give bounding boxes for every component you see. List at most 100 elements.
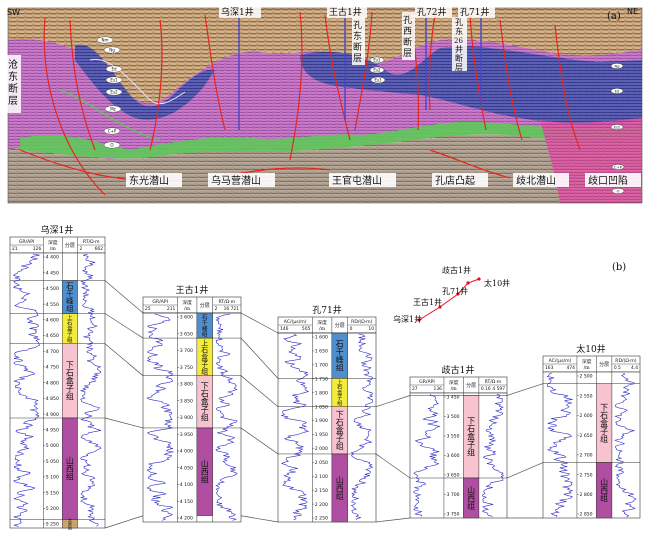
depth-tick-label: 2 000 [315, 446, 328, 452]
horizon-tag: Ed [111, 67, 117, 72]
fault-label-char: 层 [353, 53, 362, 64]
horizon-tag: Es1 [373, 58, 381, 63]
layer-name-char: 下 [201, 382, 209, 391]
layer-name-char: 子 [337, 395, 342, 402]
curve-header-left: GR/API [152, 299, 168, 305]
curve-scale-min: 27 [412, 386, 418, 392]
layer-name-char: 盒 [201, 352, 208, 361]
layer-name-char: 石 [66, 369, 74, 378]
depth-header: 深度 [182, 299, 192, 306]
well-body [9, 252, 106, 529]
correlation-line [375, 453, 411, 479]
layer-name-char: 子 [201, 360, 208, 368]
curve-scale-max: 505 [302, 326, 311, 332]
layer-name-char: 下 [467, 417, 475, 426]
depth-tick-label: 1 750 [315, 376, 328, 382]
well-name: 孔71井 [312, 304, 341, 316]
depth-tick-label: 2 250 [315, 516, 328, 522]
correlation-line [240, 375, 279, 407]
map-well-label: 乌深1井 [393, 314, 422, 324]
correlation-lines [104, 280, 544, 529]
depth-tick-label: 3 850 [180, 398, 193, 404]
layer-name-char: 子 [201, 406, 209, 415]
ne-label: NE [627, 7, 638, 16]
correlation-line [375, 395, 411, 408]
fault-label-char: 层 [455, 63, 463, 72]
layer-name-char: 盒 [337, 388, 343, 396]
layer-name-char: 组 [336, 362, 344, 372]
layer-name-char: 石 [600, 411, 608, 420]
layer-name-char: 山 [201, 459, 209, 469]
structure-labels-a: 东光潜山 乌马营潜山 王官屯潜山 孔店凸起 歧北潜山 歧口凹陷 [126, 173, 641, 187]
layer-name-char: 石 [336, 418, 344, 427]
layer-header: 分层 [599, 361, 609, 368]
depth-tick-label: 3 650 [180, 331, 193, 337]
depth-tick-label: 5 000 [46, 443, 59, 449]
depth-tick-label: 2 850 [579, 512, 592, 518]
layer-name-char: 千 [336, 346, 344, 356]
layer-name-char: 太 [68, 516, 72, 522]
depth-tick-label: 4 450 [46, 270, 59, 276]
log-curve [146, 313, 174, 521]
structure-label: 东光潜山 [129, 174, 169, 187]
layer-name-char: 石 [201, 390, 209, 399]
well-body [542, 371, 641, 519]
horizon-tag: Es2 [373, 68, 381, 73]
layer-name-char: 组 [68, 524, 72, 530]
depth-tick-label: 5 250 [46, 522, 59, 528]
layer-name-char: 盒 [336, 425, 344, 435]
fault-label-char: 断 [353, 41, 362, 53]
depth-header: /m [50, 246, 57, 252]
depth-tick-label: 4 700 [46, 349, 59, 355]
depth-tick-label: 3 950 [180, 432, 193, 438]
depth-tick-label: 4 600 [46, 318, 59, 324]
depth-tick-label: 4 750 [46, 365, 59, 371]
correlation-line [240, 515, 279, 523]
well-name: 太10井 [576, 343, 605, 355]
layer-name-char: 组 [66, 472, 74, 482]
layer-name-char: 山 [66, 456, 74, 466]
depth-tick-label: 3 750 [180, 365, 193, 371]
layer-name-char: 石 [337, 384, 342, 391]
horizon-tag: Es3 [374, 78, 382, 83]
depth-tick-label: 2 750 [579, 472, 592, 478]
curve-scale-max: 10 [368, 326, 374, 332]
fault-label-char: 西 [403, 26, 412, 37]
layer-name-char: 山 [336, 475, 344, 485]
correlation-line [240, 312, 279, 334]
depth-tick-label: 2 500 [579, 374, 592, 380]
log-curve [13, 253, 41, 527]
depth-header: /m [451, 386, 458, 392]
well-label-a: 孔72井 [417, 6, 446, 18]
fault-label-char: 孔 [353, 20, 362, 31]
map-well-point [477, 277, 481, 281]
layer-name-char: 石 [201, 346, 208, 354]
curve-scale-min: 146 [280, 326, 289, 332]
layer-name-char: 石 [66, 281, 74, 290]
layer-name-char: 西 [201, 468, 209, 477]
curve-header-left: GR/API [19, 239, 35, 245]
curve-header-right: RD/(Ω·m) [615, 358, 637, 364]
correlation-line [104, 280, 144, 314]
fault-label-char: 沧 [8, 58, 18, 71]
depth-tick-label: 3 800 [180, 382, 193, 388]
layer-header: 分层 [65, 242, 75, 249]
fault-label-char: 断 [403, 36, 412, 48]
layer-name-char: 组 [66, 303, 74, 313]
fault-label-char: 井 [455, 44, 463, 54]
map-well-point [417, 318, 421, 322]
curve-scale-min: 21 [12, 246, 18, 252]
fault-label-char: 26 [454, 37, 463, 45]
depth-header: /m [319, 326, 326, 332]
depth-tick-label: 2 200 [315, 502, 328, 508]
curve-header-right: RT/Ω·m [218, 299, 235, 305]
depth-tick-label: 3 700 [446, 492, 459, 498]
map-well-point [466, 281, 470, 285]
curve-scale-max: 211 [167, 306, 176, 312]
depth-tick-label: 3 900 [180, 415, 193, 421]
well-body [409, 392, 508, 519]
map-well-point [438, 305, 442, 309]
log-curve [546, 372, 574, 518]
horizon-tag: Ng [109, 48, 115, 53]
